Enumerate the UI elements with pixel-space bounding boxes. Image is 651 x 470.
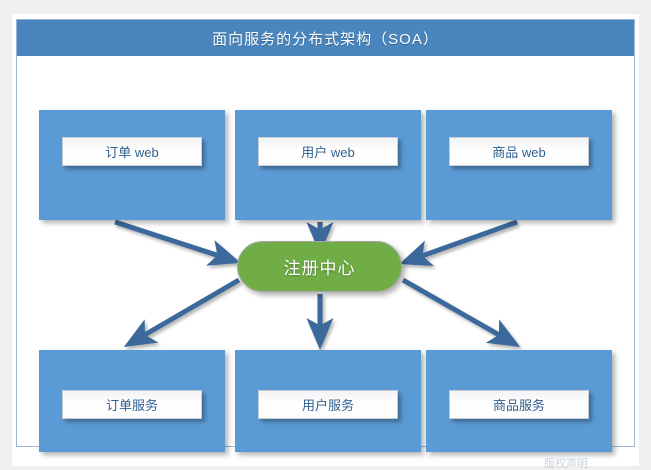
diagram-frame: 面向服务的分布式架构（SOA） bbox=[16, 19, 635, 452]
connector-order-web-to-registry bbox=[114, 219, 241, 266]
watermark: 版权声明 bbox=[544, 458, 648, 470]
node-order-service[interactable]: 订单服务 bbox=[39, 350, 225, 452]
label-plate-order-service: 订单服务 bbox=[62, 389, 202, 419]
label-plate-order-web: 订单 web bbox=[62, 136, 202, 166]
label-plate-product-service: 商品服务 bbox=[449, 389, 589, 419]
node-registry-center[interactable]: 注册中心 bbox=[237, 241, 402, 292]
watermark-text: 版权声明 bbox=[544, 458, 588, 470]
label-plate-user-web: 用户 web bbox=[258, 136, 398, 166]
node-label-order-service: 订单服务 bbox=[105, 397, 158, 413]
label-plate-user-service: 用户服务 bbox=[258, 389, 398, 419]
page-title: 面向服务的分布式架构（SOA） bbox=[212, 30, 439, 48]
diagram-title-bar: 面向服务的分布式架构（SOA） bbox=[17, 20, 634, 56]
connector-registry-to-product-service bbox=[401, 277, 521, 347]
connector-product-web-to-registry bbox=[399, 219, 518, 266]
node-user-web[interactable]: 用户 web bbox=[235, 110, 421, 220]
diagram-body: 订单 web 用户 web 商品 web 注册中心 订单服务 bbox=[17, 56, 634, 452]
node-label-product-service: 商品服务 bbox=[492, 397, 545, 413]
node-user-service[interactable]: 用户服务 bbox=[235, 350, 421, 452]
node-product-web[interactable]: 商品 web bbox=[426, 110, 612, 220]
node-label-user-web: 用户 web bbox=[301, 144, 355, 160]
node-label-product-web: 商品 web bbox=[492, 144, 546, 160]
node-order-web[interactable]: 订单 web bbox=[39, 110, 225, 220]
node-label-user-service: 用户服务 bbox=[301, 397, 354, 413]
node-label-order-web: 订单 web bbox=[105, 144, 159, 160]
node-label-registry-center: 注册中心 bbox=[283, 259, 356, 278]
node-product-service[interactable]: 商品服务 bbox=[426, 350, 612, 452]
label-plate-product-web: 商品 web bbox=[449, 136, 589, 166]
connector-registry-to-order-service bbox=[123, 277, 241, 348]
